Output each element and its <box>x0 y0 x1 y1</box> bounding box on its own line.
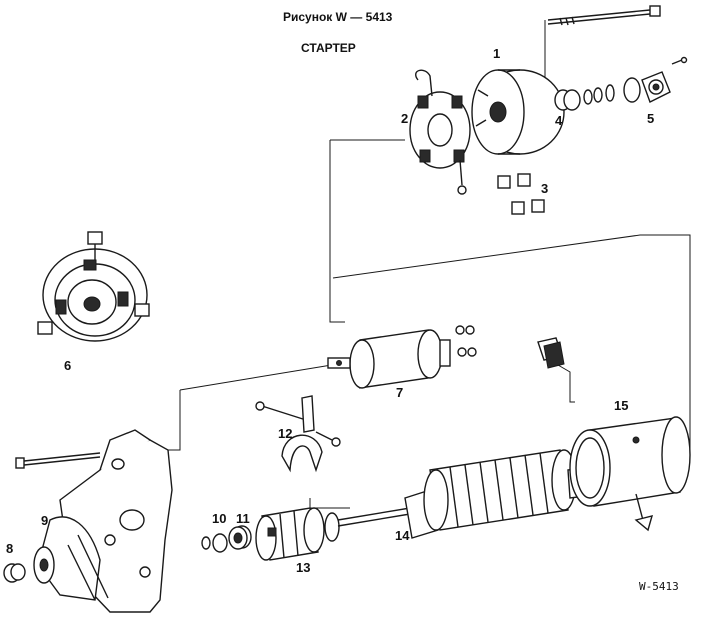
callout-12: 12 <box>278 426 293 441</box>
housing-bolt <box>15 452 101 469</box>
callout-10: 10 <box>212 511 227 526</box>
solenoid <box>327 325 477 389</box>
end-cover <box>471 69 565 155</box>
front-bushing <box>3 563 26 583</box>
drive-end-housing <box>33 429 173 613</box>
inset-brush-holder <box>37 231 150 342</box>
callout-14: 14 <box>395 528 410 543</box>
stop-ring <box>201 533 228 553</box>
callout-8: 8 <box>6 541 14 556</box>
bushing-and-washers <box>554 77 641 111</box>
callout-6: 6 <box>64 358 72 373</box>
callout-11: 11 <box>236 511 250 526</box>
callout-13: 13 <box>296 560 311 575</box>
callout-15: 15 <box>614 398 629 413</box>
through-bolt <box>547 5 661 26</box>
callout-3: 3 <box>541 181 549 196</box>
callout-9: 9 <box>41 513 49 528</box>
callout-7: 7 <box>396 385 404 400</box>
end-cap <box>641 56 688 103</box>
figure-code: W-5413 <box>639 580 679 593</box>
rubber-grommet <box>537 337 565 369</box>
stator-housing <box>569 416 691 532</box>
brushes <box>497 173 545 215</box>
pinion-drive <box>255 507 340 561</box>
collar <box>228 525 252 550</box>
callout-4: 4 <box>555 113 563 128</box>
shift-fork <box>255 395 341 473</box>
callout-1: 1 <box>493 46 501 61</box>
brush-holder <box>409 69 471 195</box>
callout-5: 5 <box>647 111 655 126</box>
callout-2: 2 <box>401 111 409 126</box>
figure-title: Рисунок W — 5413 <box>283 10 393 24</box>
armature-windings <box>449 452 549 528</box>
figure-subtitle: СТАРТЕР <box>301 41 356 55</box>
armature <box>337 449 629 539</box>
